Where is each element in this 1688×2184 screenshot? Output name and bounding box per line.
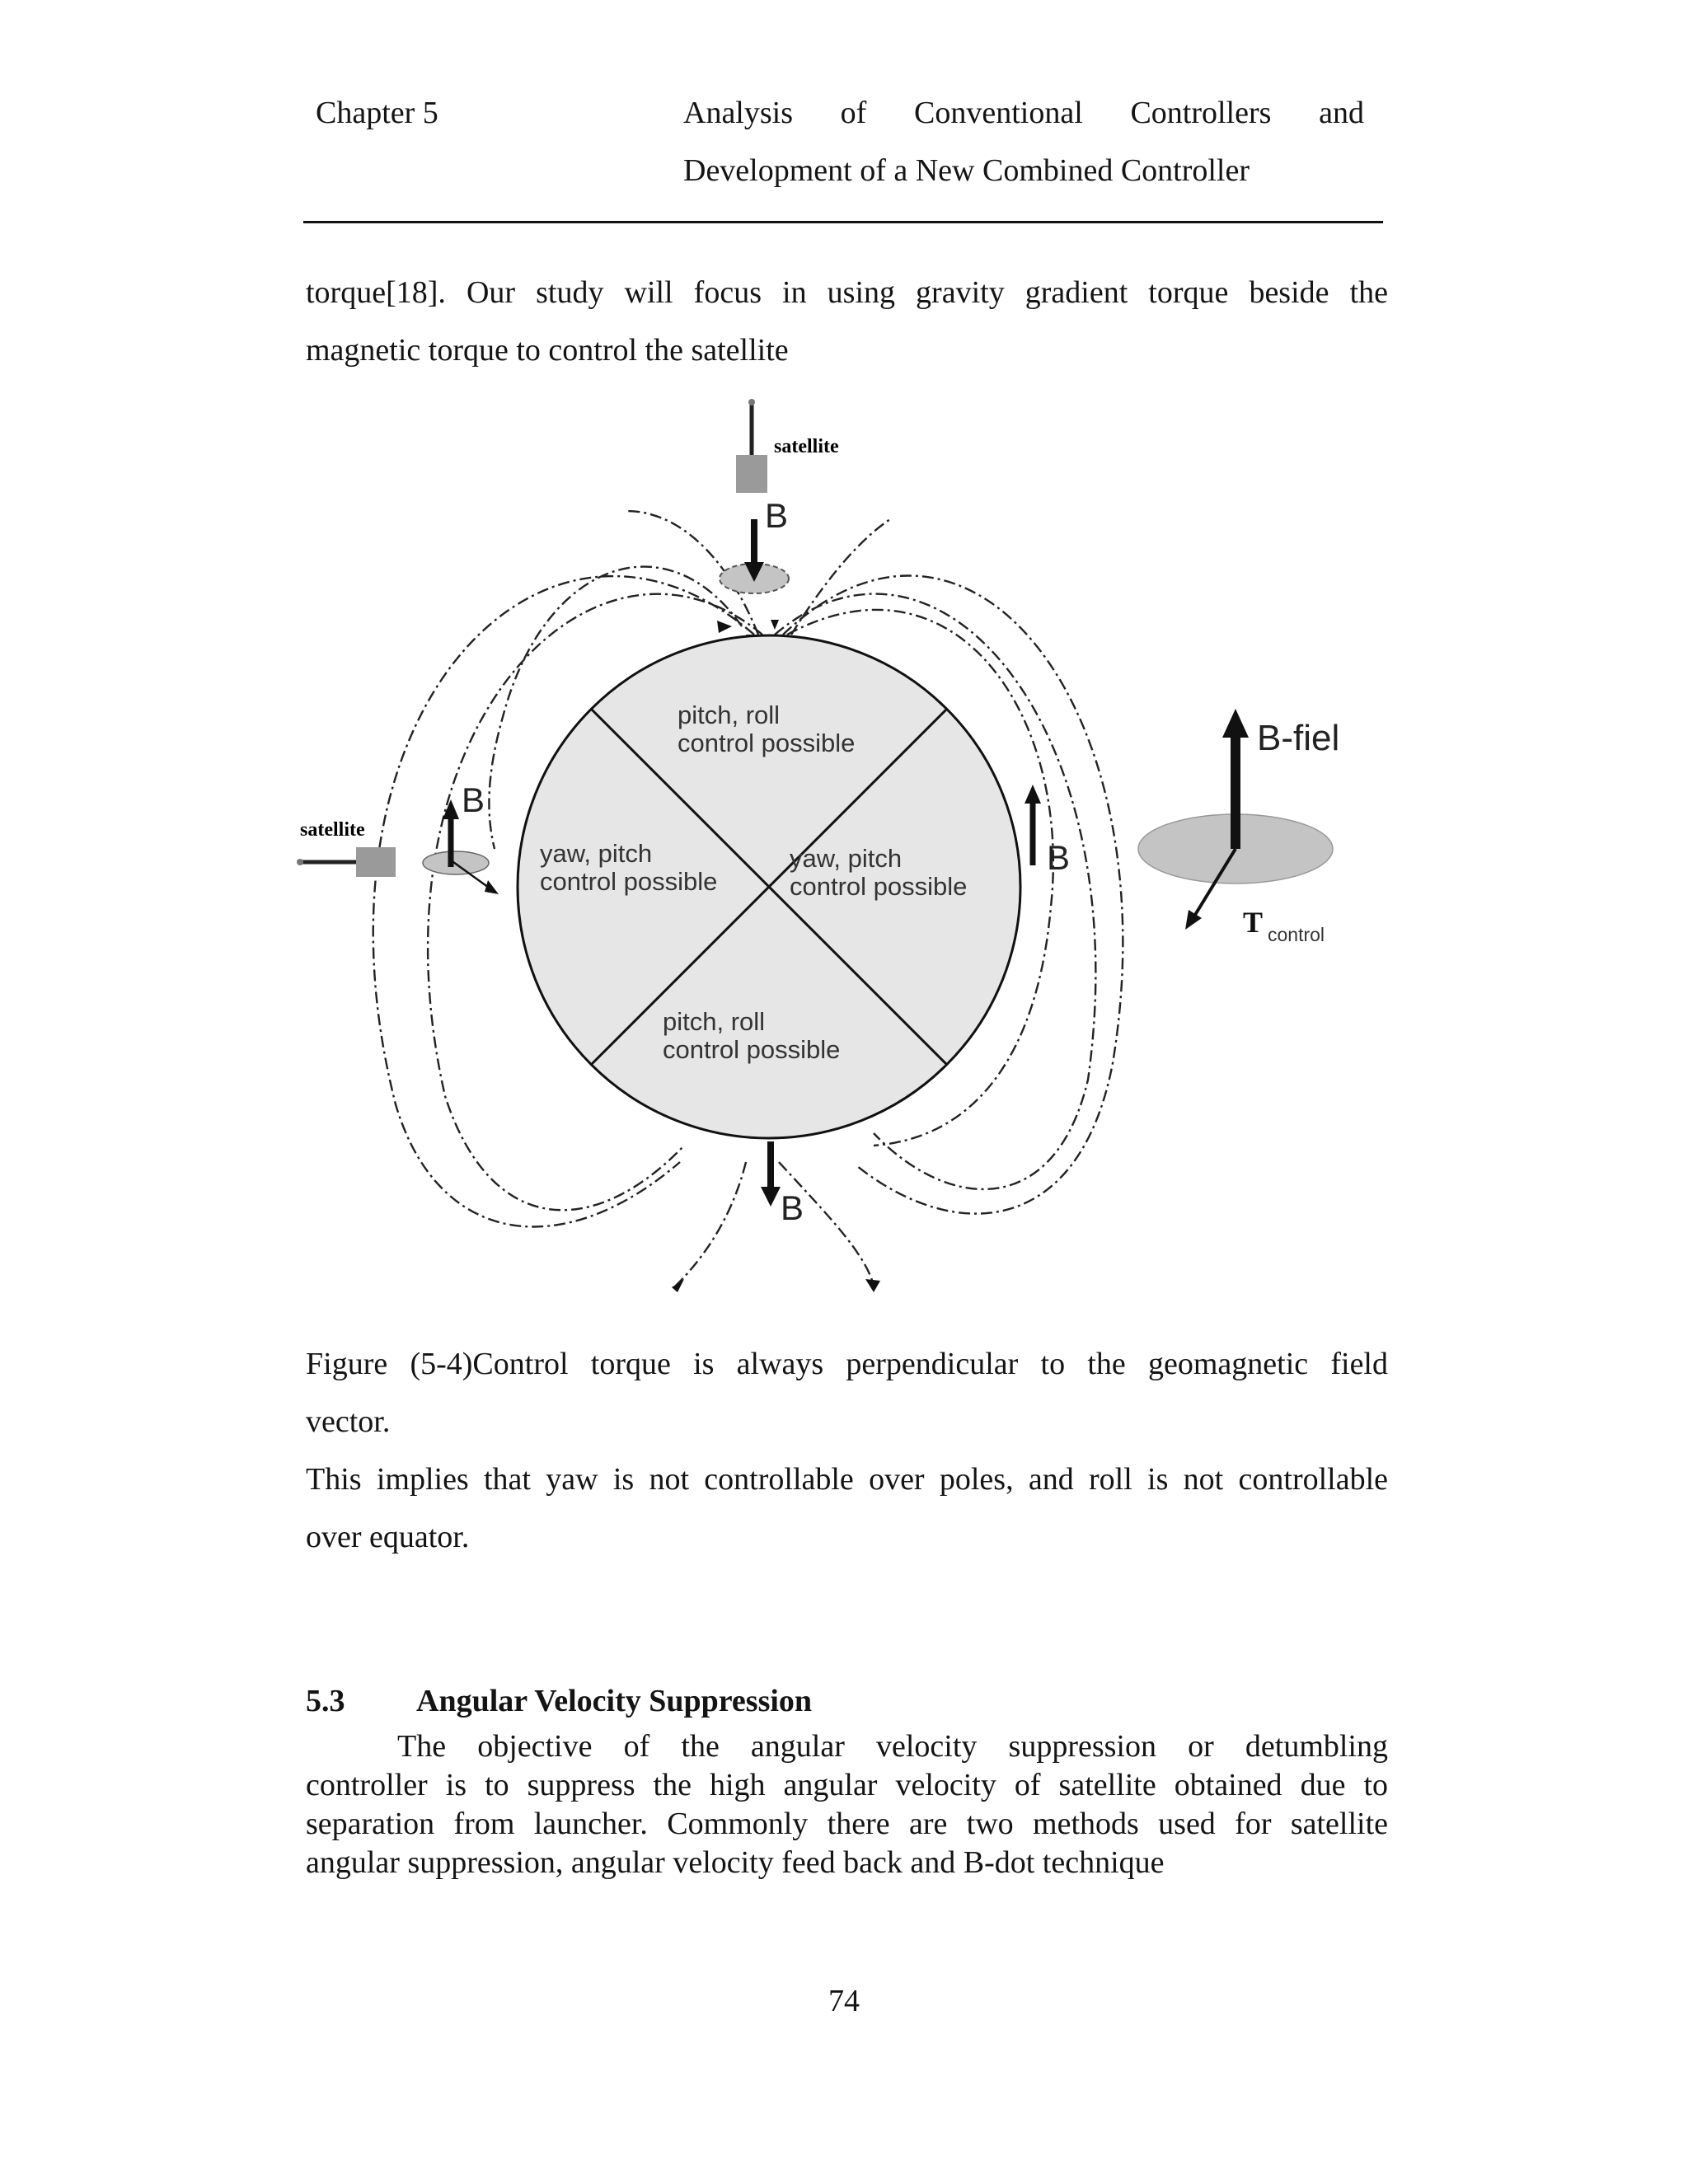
field-line bbox=[782, 574, 1124, 1215]
body-line: over equator. bbox=[306, 1520, 470, 1554]
quadrant-label-right-line1: yaw, pitch bbox=[790, 844, 902, 873]
b-label-bottom: B bbox=[781, 1188, 804, 1227]
geomagnetic-control-figure: pitch, roll control possible yaw, pitch … bbox=[297, 399, 1339, 1292]
body-line: magnetic torque to control the satellite bbox=[306, 333, 789, 368]
b-field-arrowhead bbox=[744, 562, 764, 582]
b-label-right: B bbox=[1047, 838, 1070, 877]
section-title: Angular Velocity Suppression bbox=[416, 1684, 813, 1718]
t-control-label: T bbox=[1243, 906, 1263, 939]
control-torque-vector bbox=[1193, 847, 1237, 916]
header-title-word: Analysis bbox=[683, 96, 793, 130]
header-title-word: and bbox=[1319, 96, 1364, 130]
satellite-body bbox=[736, 455, 767, 493]
b-field-arrowhead bbox=[761, 1187, 781, 1207]
field-line bbox=[778, 1161, 875, 1286]
b-field-inset bbox=[1137, 709, 1334, 930]
b-field-vector-head bbox=[1222, 709, 1249, 738]
field-line bbox=[488, 565, 743, 850]
arrowhead bbox=[865, 1279, 880, 1292]
body-line: torque[18]. Our study will focus in usin… bbox=[306, 275, 1388, 310]
satellite-left-label: satellite bbox=[300, 819, 365, 841]
t-control-subscript: control bbox=[1268, 924, 1325, 945]
quadrant-label-left-line1: yaw, pitch bbox=[540, 839, 652, 868]
header-rule bbox=[303, 221, 1383, 223]
header-title-word: of bbox=[840, 96, 867, 130]
section-para-line: angular suppression, angular velocity fe… bbox=[306, 1845, 1165, 1880]
antenna-tip bbox=[748, 399, 755, 405]
b-field-arrowhead bbox=[1025, 785, 1041, 804]
arrowhead bbox=[771, 620, 779, 630]
section-para-line: separation from launcher. Commonly there… bbox=[306, 1807, 1388, 1841]
quadrant-label-left-line2: control possible bbox=[540, 867, 717, 896]
figure-caption-line: Figure (5-4)Control torque is always per… bbox=[306, 1347, 1388, 1381]
header-title-line1: Analysis of Conventional Controllers and bbox=[683, 97, 1364, 129]
b-label-left: B bbox=[462, 780, 485, 819]
page-number: 74 bbox=[828, 1984, 860, 2018]
field-line bbox=[774, 593, 1097, 1191]
quadrant-divider bbox=[589, 707, 949, 1066]
b-label-top: B bbox=[765, 496, 788, 535]
header-title-line2: Development of a New Combined Controller bbox=[683, 153, 1250, 188]
quadrant-label-top-line2: control possible bbox=[678, 729, 855, 757]
b-field-arrowhead bbox=[443, 799, 459, 819]
section-para-line: The objective of the angular velocity su… bbox=[397, 1729, 1388, 1764]
satellite-left bbox=[297, 847, 396, 877]
field-line bbox=[426, 593, 763, 1212]
arrowhead bbox=[672, 1279, 684, 1292]
header-title-word: Conventional bbox=[914, 96, 1083, 130]
quadrant-label-bottom-line2: control possible bbox=[663, 1035, 840, 1064]
section-number: 5.3 bbox=[306, 1684, 345, 1718]
field-line bbox=[790, 518, 891, 635]
figure-caption-line: vector. bbox=[306, 1404, 391, 1439]
b-field-label: B-fiel bbox=[1257, 718, 1339, 758]
quadrant-label-bottom-line1: pitch, roll bbox=[663, 1007, 765, 1036]
field-line bbox=[626, 509, 760, 635]
arrowhead bbox=[717, 621, 732, 633]
control-torque-head bbox=[1185, 910, 1202, 930]
satellite-top bbox=[736, 399, 767, 493]
field-line bbox=[675, 1161, 748, 1286]
torque-arrowhead bbox=[485, 880, 499, 894]
satellite-body bbox=[356, 847, 396, 877]
body-line: This implies that yaw is not controllabl… bbox=[306, 1462, 1388, 1497]
quadrant-label-top-line1: pitch, roll bbox=[678, 701, 780, 729]
satellite-top-label: satellite bbox=[774, 436, 839, 457]
field-line bbox=[786, 608, 1055, 1147]
field-lines bbox=[372, 509, 1124, 1286]
antenna-tip bbox=[297, 859, 303, 865]
section-para-line: controller is to suppress the high angul… bbox=[306, 1768, 1388, 1802]
header-chapter: Chapter 5 bbox=[316, 96, 438, 130]
header-title-word: Controllers bbox=[1130, 96, 1272, 130]
quadrant-label-right-line2: control possible bbox=[790, 872, 967, 901]
field-line bbox=[372, 574, 755, 1228]
